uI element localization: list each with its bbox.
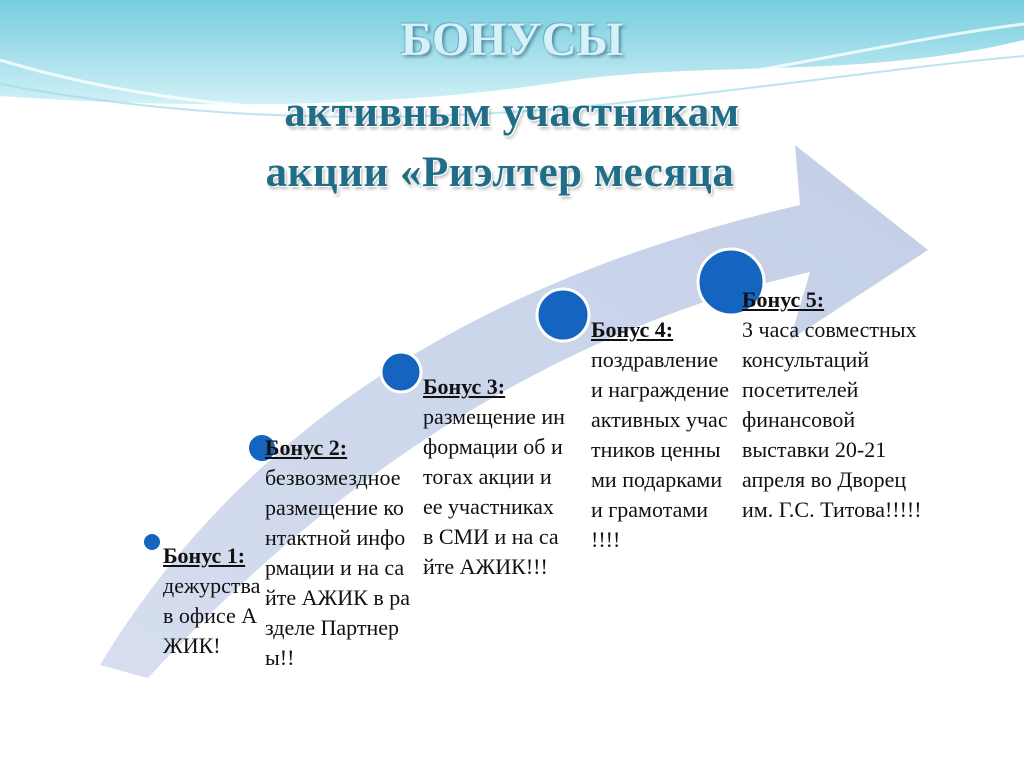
bonus-description: поздравление и награждение активных учас… bbox=[591, 347, 730, 552]
bonus-heading: Бонус 5: bbox=[742, 287, 825, 312]
milestone-circle-2 bbox=[247, 433, 277, 463]
bonus-description: дежурства в офисе АЖИК! bbox=[163, 573, 261, 658]
page-subtitle-line-1: активным участникам bbox=[284, 89, 740, 136]
bonus-item-4: Бонус 4: поздравление и награждение акти… bbox=[591, 315, 731, 555]
bonus-description: размещение информации об итогах акции и … bbox=[423, 404, 565, 579]
bonus-heading: Бонус 2: bbox=[265, 435, 348, 460]
bonus-item-5: Бонус 5: 3 часа совместных консультаций … bbox=[742, 285, 932, 525]
bonus-item-2: Бонус 2: безвозмездное размещение контак… bbox=[265, 433, 413, 673]
bonus-item-1: Бонус 1: дежурства в офисе АЖИК! bbox=[163, 541, 263, 661]
top-wave bbox=[0, 0, 1024, 105]
bonus-description: 3 часа совместных консультаций посетител… bbox=[742, 317, 922, 522]
bonus-description: безвозмездное размещение контактной инфо… bbox=[265, 465, 410, 670]
bonus-heading: Бонус 1: bbox=[163, 543, 246, 568]
bonus-item-3: Бонус 3: размещение информации об итогах… bbox=[423, 372, 565, 582]
bonus-heading: Бонус 3: bbox=[423, 374, 506, 399]
bonus-heading: Бонус 4: bbox=[591, 317, 674, 342]
milestone-circle-1 bbox=[142, 532, 162, 552]
top-wave-highlight bbox=[0, 22, 1024, 113]
top-wave-line bbox=[0, 55, 1024, 118]
milestone-circle-4 bbox=[535, 287, 591, 343]
page-subtitle-line-2: акции «Риэлтер месяца bbox=[265, 149, 735, 196]
page-title: БОНУСЫ bbox=[400, 13, 624, 66]
milestone-circle-5 bbox=[696, 247, 766, 317]
milestone-circle-3 bbox=[379, 350, 423, 394]
